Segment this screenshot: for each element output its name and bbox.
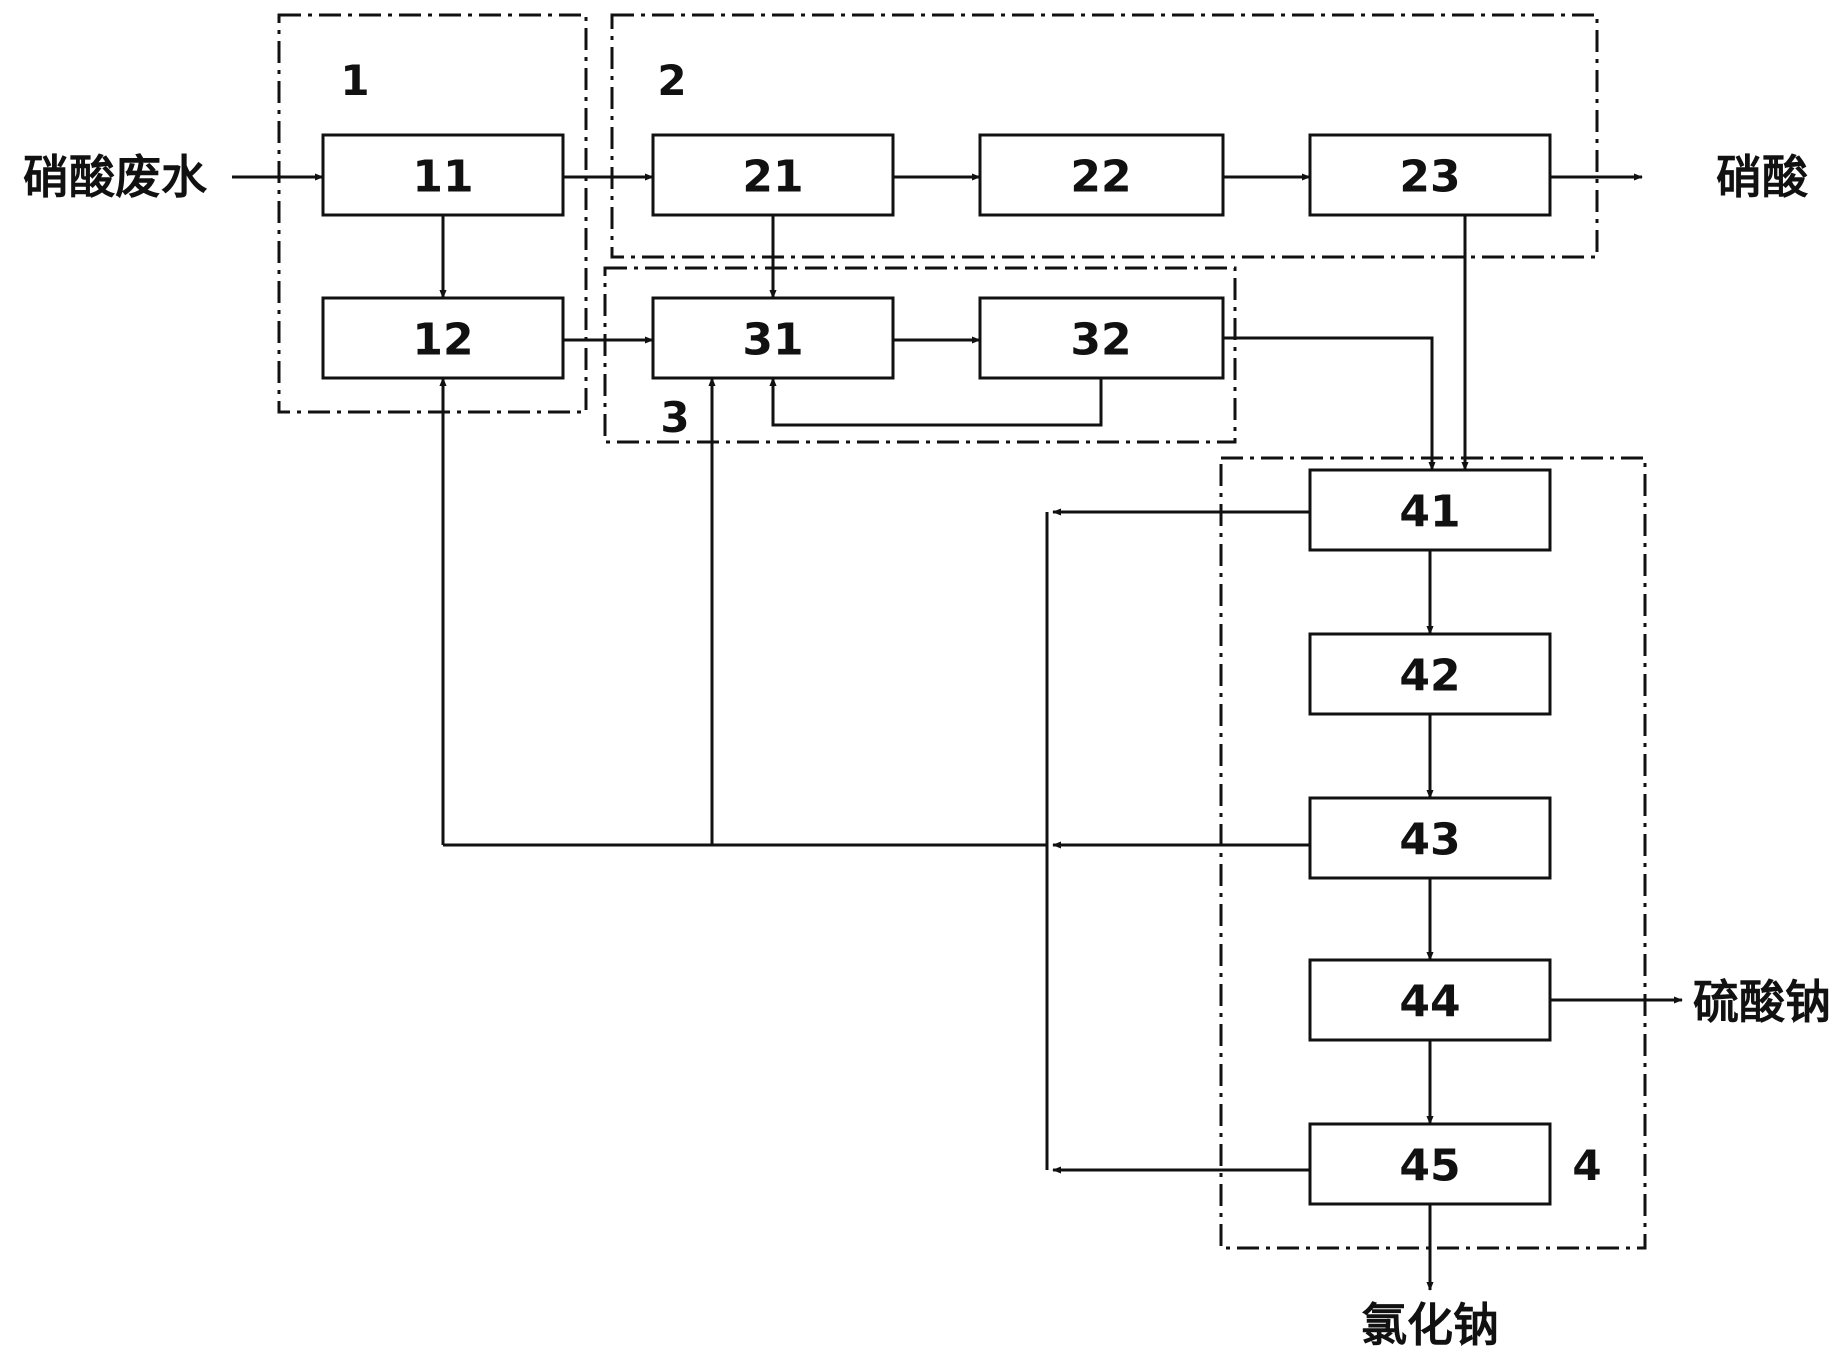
group-2-boundary xyxy=(610,13,1599,259)
unit-32-label: 32 xyxy=(1070,315,1131,366)
unit-42-label: 42 xyxy=(1399,651,1460,702)
unit-21-label: 21 xyxy=(742,152,803,203)
unit-11-box xyxy=(321,133,565,217)
unit-31-label: 31 xyxy=(742,315,803,366)
output-sodium-chloride-label: 氯化钠 xyxy=(1361,1298,1499,1352)
group-1-number: 1 xyxy=(340,56,369,105)
group-1-boundary xyxy=(277,13,588,414)
unit-44-label: 44 xyxy=(1399,977,1460,1028)
unit-41-box xyxy=(1308,468,1552,552)
arrow-32-return-to-31 xyxy=(769,377,1103,427)
group-3-boundary xyxy=(603,266,1237,444)
unit-12-label: 12 xyxy=(412,315,473,366)
unit-42-box xyxy=(1308,632,1552,716)
output-nitric-acid-label: 硝酸 xyxy=(1716,150,1809,204)
arrow-32-to-41 xyxy=(1223,336,1436,471)
output-sodium-sulfate-label: 硫酸钠 xyxy=(1693,975,1831,1029)
input-wastewater-label: 硝酸废水 xyxy=(23,150,208,204)
unit-41-label: 41 xyxy=(1399,487,1460,538)
unit-32-box xyxy=(978,296,1225,380)
unit-45-label: 45 xyxy=(1399,1141,1460,1192)
group-2-number: 2 xyxy=(657,56,686,105)
unit-22-label: 22 xyxy=(1070,152,1131,203)
group-4-number: 4 xyxy=(1572,1141,1601,1190)
unit-23-label: 23 xyxy=(1399,152,1460,203)
unit-11-label: 11 xyxy=(412,152,473,203)
unit-43-label: 43 xyxy=(1399,815,1460,866)
unit-22-box xyxy=(978,133,1225,217)
unit-31-box xyxy=(651,296,895,380)
unit-21-box xyxy=(651,133,895,217)
unit-45-box xyxy=(1308,1122,1552,1206)
group-3-number: 3 xyxy=(660,393,689,442)
